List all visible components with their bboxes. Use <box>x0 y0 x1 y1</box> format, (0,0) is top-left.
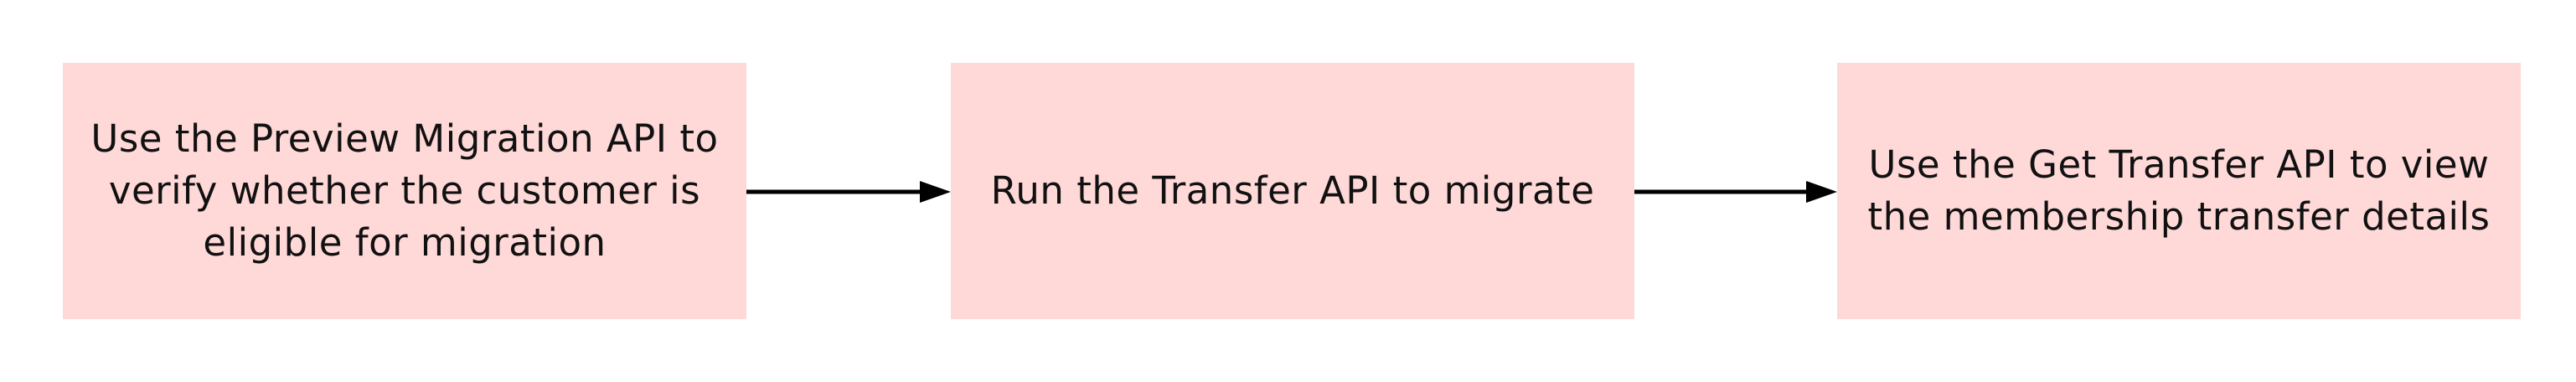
step-label: Run the Transfer API to migrate <box>990 168 1595 213</box>
step-run-transfer: Run the Transfer API to migrate <box>951 63 1634 319</box>
step-label: Use the Preview Migration API to verify … <box>90 116 719 265</box>
arrow-step2-to-step3 <box>1634 181 1837 203</box>
step-label: Use the Get Transfer API to view the mem… <box>1867 142 2491 239</box>
step-get-transfer: Use the Get Transfer API to view the mem… <box>1837 63 2521 319</box>
step-preview-migration: Use the Preview Migration API to verify … <box>63 63 746 319</box>
arrow-step1-to-step2 <box>746 181 951 203</box>
